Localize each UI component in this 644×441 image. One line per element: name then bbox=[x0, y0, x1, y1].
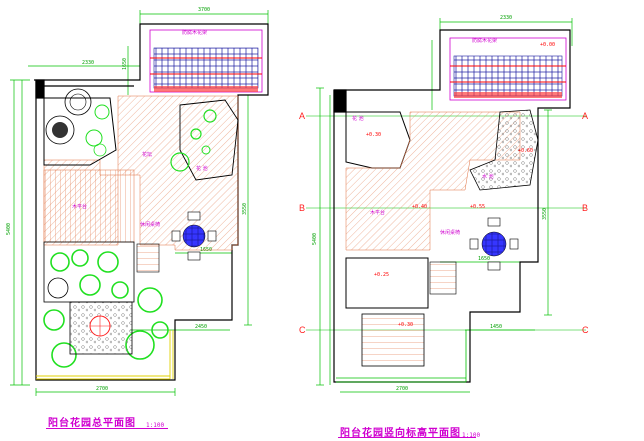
level-4: +0.40 bbox=[412, 204, 427, 210]
right-pool-label: 水 池 bbox=[482, 173, 494, 180]
right-lower-area bbox=[345, 257, 457, 367]
right-pergola-label: 防腐木花架 bbox=[472, 37, 497, 44]
right-railing bbox=[336, 330, 467, 383]
left-flower-label: 花 池 bbox=[196, 165, 208, 172]
right-walls bbox=[333, 29, 571, 383]
axis-c-left: C bbox=[299, 325, 306, 335]
left-pergola: 防腐木花架 bbox=[149, 29, 263, 93]
left-dim-inner1: 1650 bbox=[122, 58, 128, 70]
left-dimension-lines bbox=[10, 10, 269, 396]
axis-b-right: B bbox=[582, 203, 588, 213]
left-patio bbox=[69, 301, 133, 355]
right-dim-right: 3550 bbox=[542, 208, 548, 220]
right-dimension-texts: 2330 5400 3550 2700 1650 1450 bbox=[312, 15, 548, 392]
right-pergola: 防腐木花架 bbox=[449, 37, 567, 101]
right-planter-topleft: 花 池 bbox=[345, 111, 411, 169]
right-wood-label: 木平台 bbox=[370, 209, 385, 216]
right-plan: A B C A B C 2330 5400 3550 bbox=[299, 15, 589, 393]
level-7: +0.30 bbox=[398, 322, 413, 328]
right-flower-label: 花 池 bbox=[352, 115, 364, 122]
axis-c-right: C bbox=[582, 325, 589, 335]
right-seating: 休闲桌椅 bbox=[440, 217, 519, 271]
axis-a-left: A bbox=[299, 111, 305, 121]
axis-a-right: A bbox=[582, 111, 588, 121]
right-dim-inner2: 1450 bbox=[490, 324, 502, 330]
right-dim-top: 2330 bbox=[500, 15, 512, 21]
right-dim-side: 5400 bbox=[312, 233, 318, 245]
left-wood-label: 木平台 bbox=[72, 203, 87, 210]
left-wood-deck: 木平台 bbox=[43, 95, 239, 251]
right-plan-title: 阳台花园竖向标高平面图 bbox=[340, 428, 461, 439]
level-1: +0.00 bbox=[540, 42, 555, 48]
left-seating: 休闲桌椅 bbox=[140, 211, 217, 261]
left-plan: 3700 2330 5400 2700 3550 2450 1650 1650 bbox=[6, 7, 269, 396]
left-dim-side: 5400 bbox=[6, 223, 12, 235]
level-5: +0.60 bbox=[518, 148, 533, 154]
axis-b-left: B bbox=[299, 203, 305, 213]
left-step-label: 花坛 bbox=[142, 151, 152, 158]
left-title-underline bbox=[46, 428, 168, 429]
level-2: +0.30 bbox=[366, 132, 381, 138]
left-planter-topleft bbox=[43, 88, 117, 166]
left-plan-title: 阳台花园总平面图 bbox=[48, 418, 136, 429]
left-dim-top: 3700 bbox=[198, 7, 210, 13]
left-planter-right: 花 池 bbox=[170, 99, 239, 181]
left-dim-right: 3550 bbox=[242, 203, 248, 215]
right-seat-label: 休闲桌椅 bbox=[440, 229, 460, 236]
right-plan-scale: 1:100 bbox=[462, 432, 481, 439]
left-pergola-label: 防腐木花架 bbox=[182, 29, 207, 36]
left-plan-scale: 1:100 bbox=[146, 422, 165, 429]
right-pool: 水 池 bbox=[469, 109, 539, 191]
level-3: +0.25 bbox=[374, 272, 389, 278]
right-title-underline bbox=[338, 437, 476, 438]
level-6: +0.55 bbox=[470, 204, 485, 210]
left-railing bbox=[36, 330, 174, 380]
right-levels: +0.00 +0.30 +0.25 +0.40 +0.60 +0.55 +0.3… bbox=[366, 42, 555, 328]
right-dim-bottom: 2700 bbox=[396, 386, 408, 392]
axis-labels: A B C A B C bbox=[299, 111, 589, 335]
left-dim-inner2: 2450 bbox=[195, 324, 207, 330]
left-seat-label: 休闲桌椅 bbox=[140, 221, 160, 228]
left-dim-top2: 2330 bbox=[82, 60, 94, 66]
right-dimension-lines bbox=[316, 18, 573, 393]
left-dim-bottom: 2700 bbox=[96, 386, 108, 392]
right-dim-inner1: 1650 bbox=[478, 256, 490, 262]
left-steps: 花坛 bbox=[136, 151, 160, 273]
